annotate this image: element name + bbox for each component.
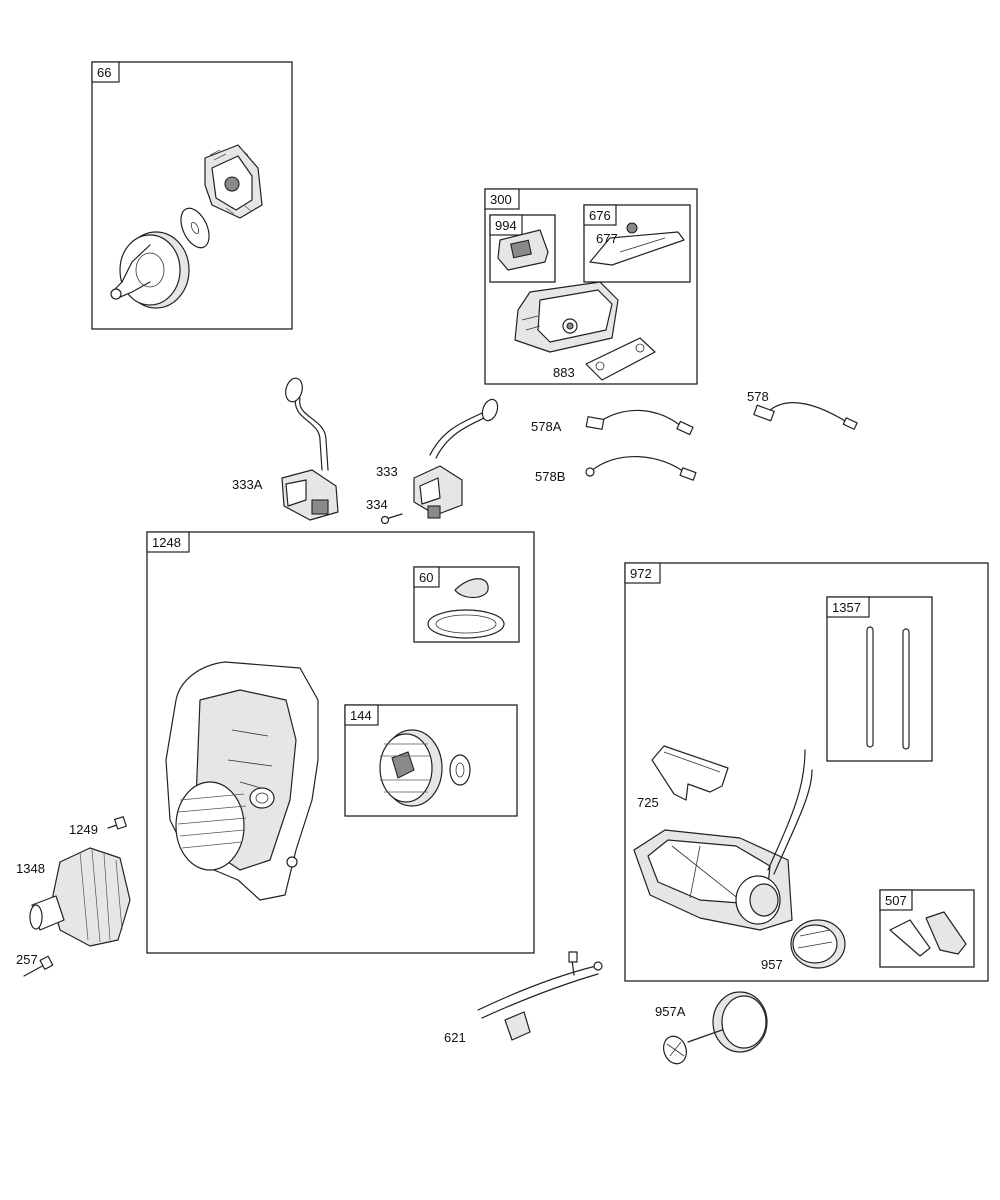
fuel-tank-part[interactable] — [633, 749, 813, 931]
engine-housing-part[interactable] — [165, 661, 319, 901]
group-60-label: 60 — [419, 570, 433, 585]
washer-part[interactable] — [175, 204, 215, 252]
fuel-line-part[interactable] — [866, 626, 910, 750]
group-1357[interactable]: 1357 — [826, 596, 933, 762]
screw-257-part[interactable]: 257 — [16, 952, 54, 977]
fuel-cap-957-part[interactable]: 957 — [761, 919, 846, 972]
group-507[interactable]: 507 — [879, 889, 975, 968]
group-66[interactable]: 66 — [91, 61, 293, 330]
group-66-label: 66 — [97, 65, 111, 80]
group-60[interactable]: 60 — [413, 566, 520, 643]
group-994[interactable]: 994 — [489, 214, 556, 283]
part-333-label: 333 — [376, 464, 398, 479]
group-676-label: 676 — [589, 208, 611, 223]
group-1248[interactable]: 1248 60 144 — [146, 531, 535, 954]
starter-cup-part[interactable]: 1348 — [16, 847, 131, 947]
bracket-725-part[interactable]: 725 — [637, 745, 729, 810]
group-972[interactable]: 972 1357 725 — [624, 562, 989, 982]
filter-pad-a-part[interactable] — [889, 919, 931, 957]
part-677-label: 677 — [596, 231, 618, 246]
decal-part[interactable] — [454, 578, 489, 599]
fuel-cap-957A-part[interactable]: 957A — [655, 991, 768, 1067]
part-957A-label: 957A — [655, 1004, 686, 1019]
label-ring-part[interactable] — [427, 609, 505, 639]
group-507-label: 507 — [885, 893, 907, 908]
group-144[interactable]: 144 — [344, 704, 518, 817]
part-257-label: 257 — [16, 952, 38, 967]
group-972-label: 972 — [630, 566, 652, 581]
group-994-label: 994 — [495, 218, 517, 233]
part-1348-label: 1348 — [16, 861, 45, 876]
screw-1249-part[interactable]: 1249 — [69, 816, 127, 837]
spring-clip-part[interactable] — [449, 754, 471, 786]
group-144-label: 144 — [350, 708, 372, 723]
group-300[interactable]: 300 994 676 677 — [484, 188, 698, 385]
deflector-part[interactable] — [589, 231, 685, 266]
group-676[interactable]: 676 677 — [583, 204, 691, 283]
clutch-shoes-part[interactable] — [204, 144, 263, 219]
wire-578-part[interactable]: 578 — [747, 389, 858, 430]
ignition-coil-333A-part[interactable]: 333A — [232, 376, 339, 521]
part-957-label: 957 — [761, 957, 783, 972]
part-578B-label: 578B — [535, 469, 565, 484]
part-578-label: 578 — [747, 389, 769, 404]
clutch-drum-part[interactable] — [110, 231, 190, 309]
part-333A-label: 333A — [232, 477, 263, 492]
part-621-label: 621 — [444, 1030, 466, 1045]
gasket-part[interactable] — [585, 337, 656, 381]
wire-harness-621-part[interactable]: 621 — [444, 951, 603, 1045]
part-334-label: 334 — [366, 497, 388, 512]
part-578A-label: 578A — [531, 419, 562, 434]
wire-578A-part[interactable]: 578A — [531, 409, 694, 436]
ignition-coil-333-part[interactable]: 333 — [376, 397, 500, 519]
part-725-label: 725 — [637, 795, 659, 810]
recoil-pulley-part[interactable] — [379, 729, 443, 807]
part-1249-label: 1249 — [69, 822, 98, 837]
group-1357-label: 1357 — [832, 600, 861, 615]
part-883-label: 883 — [553, 365, 575, 380]
wire-578B-part[interactable]: 578B — [535, 455, 697, 484]
muffler-body-part[interactable] — [514, 281, 619, 353]
group-1248-label: 1248 — [152, 535, 181, 550]
group-300-label: 300 — [490, 192, 512, 207]
screw-677-part[interactable] — [626, 222, 638, 234]
filter-pad-b-part[interactable] — [925, 911, 967, 955]
screw-334-part[interactable]: 334 — [366, 497, 403, 525]
